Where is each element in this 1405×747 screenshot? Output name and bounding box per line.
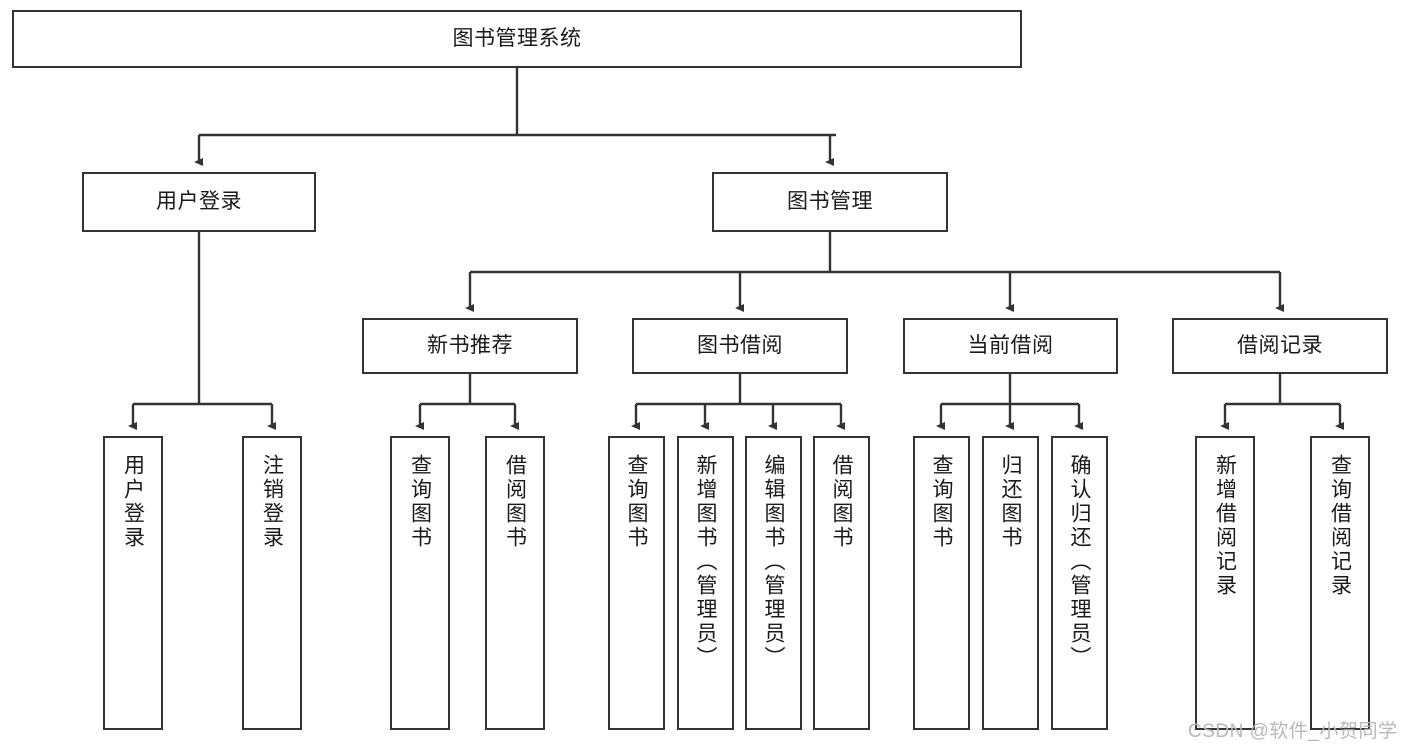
node-leaf-label: 借阅图书 (503, 454, 527, 550)
node-leaf-label: 查询图书 (625, 454, 648, 550)
node-leaf-query-book-current[interactable]: 查询图书 (913, 436, 970, 730)
node-leaf-label: 借阅图书 (830, 454, 853, 550)
node-level3-borrow-records[interactable]: 借阅记录 (1172, 318, 1388, 374)
node-level2-book-management-label: 图书管理 (787, 189, 873, 213)
node-leaf-label: 确认归还（管理员） (1068, 454, 1091, 670)
node-leaf-label: 编辑图书（管理员） (762, 454, 785, 670)
node-level3-book-borrow[interactable]: 图书借阅 (632, 318, 848, 374)
node-leaf-label: 归还图书 (999, 454, 1022, 550)
node-leaf-label: 查询图书 (408, 454, 432, 550)
node-leaf-borrow-book-new[interactable]: 借阅图书 (485, 436, 545, 730)
node-leaf-label: 注销登录 (260, 454, 284, 550)
node-leaf-return-book[interactable]: 归还图书 (982, 436, 1039, 730)
node-level3-book-borrow-label: 图书借阅 (697, 333, 783, 357)
node-level3-new-book-recommend-label: 新书推荐 (427, 333, 513, 357)
node-level3-current-borrow-label: 当前借阅 (967, 333, 1054, 357)
node-leaf-label: 查询图书 (930, 454, 953, 550)
node-leaf-logout[interactable]: 注销登录 (242, 436, 302, 730)
node-leaf-label: 用户登录 (121, 454, 145, 550)
node-root-label: 图书管理系统 (452, 26, 582, 50)
node-root[interactable]: 图书管理系统 (12, 10, 1022, 68)
node-level2-book-management[interactable]: 图书管理 (712, 172, 948, 232)
node-leaf-query-book-borrow[interactable]: 查询图书 (608, 436, 665, 730)
node-level3-new-book-recommend[interactable]: 新书推荐 (362, 318, 578, 374)
csdn-watermark: CSDN @软件_小贺同学 (1188, 721, 1398, 742)
node-leaf-query-book-new[interactable]: 查询图书 (390, 436, 450, 730)
node-level3-borrow-records-label: 借阅记录 (1237, 333, 1323, 357)
node-leaf-query-borrow-record[interactable]: 查询借阅记录 (1310, 436, 1370, 730)
node-leaf-add-borrow-record[interactable]: 新增借阅记录 (1195, 436, 1255, 730)
node-leaf-confirm-return-admin[interactable]: 确认归还（管理员） (1051, 436, 1108, 730)
node-leaf-borrow-book[interactable]: 借阅图书 (813, 436, 870, 730)
node-level2-user-login-label: 用户登录 (156, 189, 242, 213)
node-leaf-add-book-admin[interactable]: 新增图书（管理员） (677, 436, 734, 730)
node-leaf-user-login[interactable]: 用户登录 (103, 436, 163, 730)
node-level2-user-login[interactable]: 用户登录 (82, 172, 316, 232)
node-leaf-label: 新增借阅记录 (1213, 454, 1237, 598)
node-leaf-label: 新增图书（管理员） (694, 454, 717, 670)
node-leaf-edit-book-admin[interactable]: 编辑图书（管理员） (745, 436, 802, 730)
node-leaf-label: 查询借阅记录 (1328, 454, 1352, 598)
node-level3-current-borrow[interactable]: 当前借阅 (903, 318, 1118, 374)
